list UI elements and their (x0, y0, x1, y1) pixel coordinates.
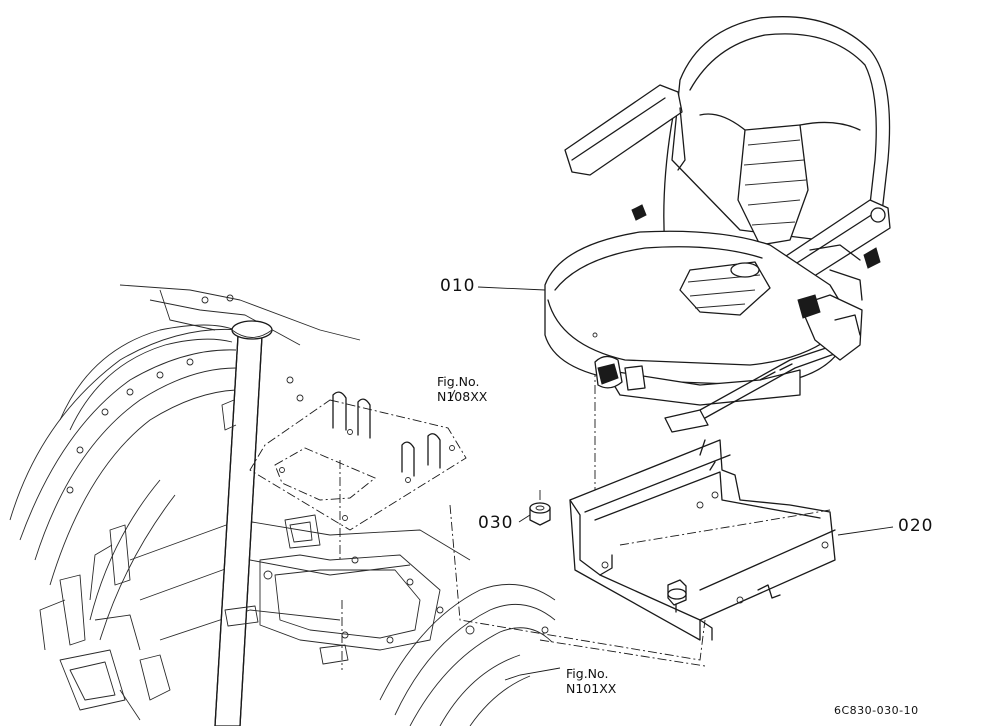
seat-bracket-020 (569, 439, 836, 641)
seat-010 (544, 16, 891, 433)
figure-ref-upper: Fig.No. N108XX (437, 374, 487, 404)
drawing-code: 6C830-030-10 (834, 704, 919, 717)
tractor-frame (9, 284, 556, 726)
fender-bolts (66, 294, 304, 494)
upper-mounting-plate (249, 391, 467, 531)
figure-ref-upper-line1: Fig.No. (437, 374, 480, 389)
figure-ref-upper-line2: N108XX (437, 389, 488, 404)
figure-ref-lower-line2: N101XX (566, 681, 617, 696)
callout-leaders (477, 286, 894, 536)
figure-ref-lower: Fig.No. N101XX (566, 666, 616, 696)
callout-010: 010 (440, 276, 476, 296)
figure-ref-lower-line1: Fig.No. (566, 666, 609, 681)
callout-020: 020 (898, 516, 934, 536)
nut-030 (529, 490, 551, 526)
callout-030: 030 (478, 513, 514, 533)
